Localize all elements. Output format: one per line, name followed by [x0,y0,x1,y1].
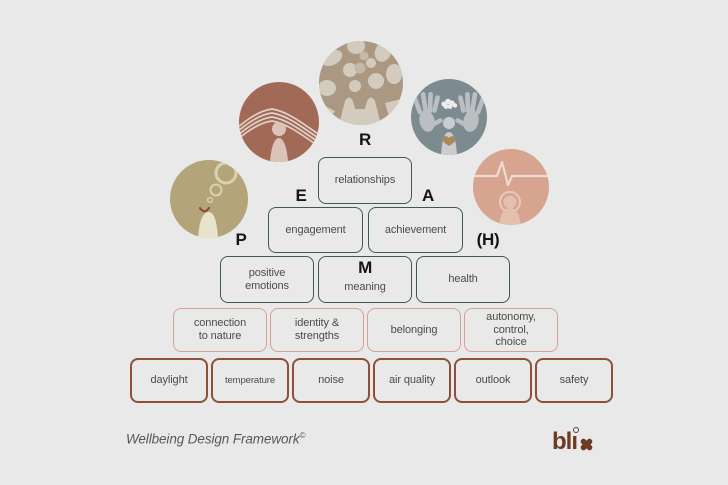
person-with-bubbles-icon [170,160,248,238]
box-noise: noise [292,358,370,403]
box-label: temperature [224,374,276,386]
box-label: connection to nature [193,317,247,342]
box-label: engagement [285,223,346,236]
person-with-heartbeat-icon [473,149,549,225]
logo-letter-i-stem: ı [571,428,578,455]
pyramid-row-emotions-meaning-health: positive emotions meaning health [220,256,510,303]
box-engagement: engagement [268,207,363,253]
box-relationships: relationships [318,157,412,204]
box-air-quality: air quality [373,358,451,403]
box-label: autonomy, control, choice [486,310,536,349]
box-label: identity & strengths [294,317,340,342]
box-connection-to-nature: connection to nature [173,308,267,352]
copyright-symbol: © [299,431,306,440]
logo-x-glyph-icon [580,438,593,451]
box-label: health [448,273,478,286]
box-label: daylight [150,374,188,387]
box-label: outlook [475,374,511,387]
person-with-waves-icon [239,82,319,162]
letter-a: A [422,186,434,205]
box-meaning: meaning [318,256,412,303]
hands-and-brain-icon [411,79,487,155]
abstract-people-pattern-icon [319,41,403,125]
logo-letter-i: ı [571,427,580,455]
letter-m: M [358,258,372,277]
pyramid-row-relationships: relationships [318,157,412,204]
box-label: noise [318,374,344,387]
box-health: health [416,256,510,303]
logo-letters-bl: bl [552,428,572,455]
pyramid-row-environmental-factors: daylight temperature noise air quality o… [130,358,613,403]
box-temperature: temperature [211,358,289,403]
diagram-title-text: Wellbeing Design Framework [126,431,300,447]
diagram-title: Wellbeing Design Framework© [126,431,305,447]
box-label: positive emotions [245,266,289,292]
box-label: safety [559,374,589,387]
letter-r: R [359,130,371,149]
box-identity-strengths: identity & strengths [270,308,364,352]
logo-ring-icon [573,427,580,433]
box-label: belonging [390,323,438,336]
box-daylight: daylight [130,358,208,403]
box-positive-emotions: positive emotions [220,256,314,303]
pyramid-row-engagement-achievement: engagement achievement [268,207,463,253]
box-safety: safety [535,358,613,403]
letter-e: E [295,186,307,205]
pyramid-row-psychological-needs: connection to nature identity & strength… [173,308,558,352]
box-label: air quality [389,374,435,387]
letter-h: (H) [476,230,500,249]
box-belonging: belonging [367,308,461,352]
box-achievement: achievement [368,207,463,253]
box-autonomy-control-choice: autonomy, control, choice [464,308,558,352]
box-label: achievement [384,223,447,236]
box-label: meaning [344,280,386,293]
box-outlook: outlook [454,358,532,403]
box-label: relationships [334,174,396,187]
letter-p: P [235,230,247,249]
